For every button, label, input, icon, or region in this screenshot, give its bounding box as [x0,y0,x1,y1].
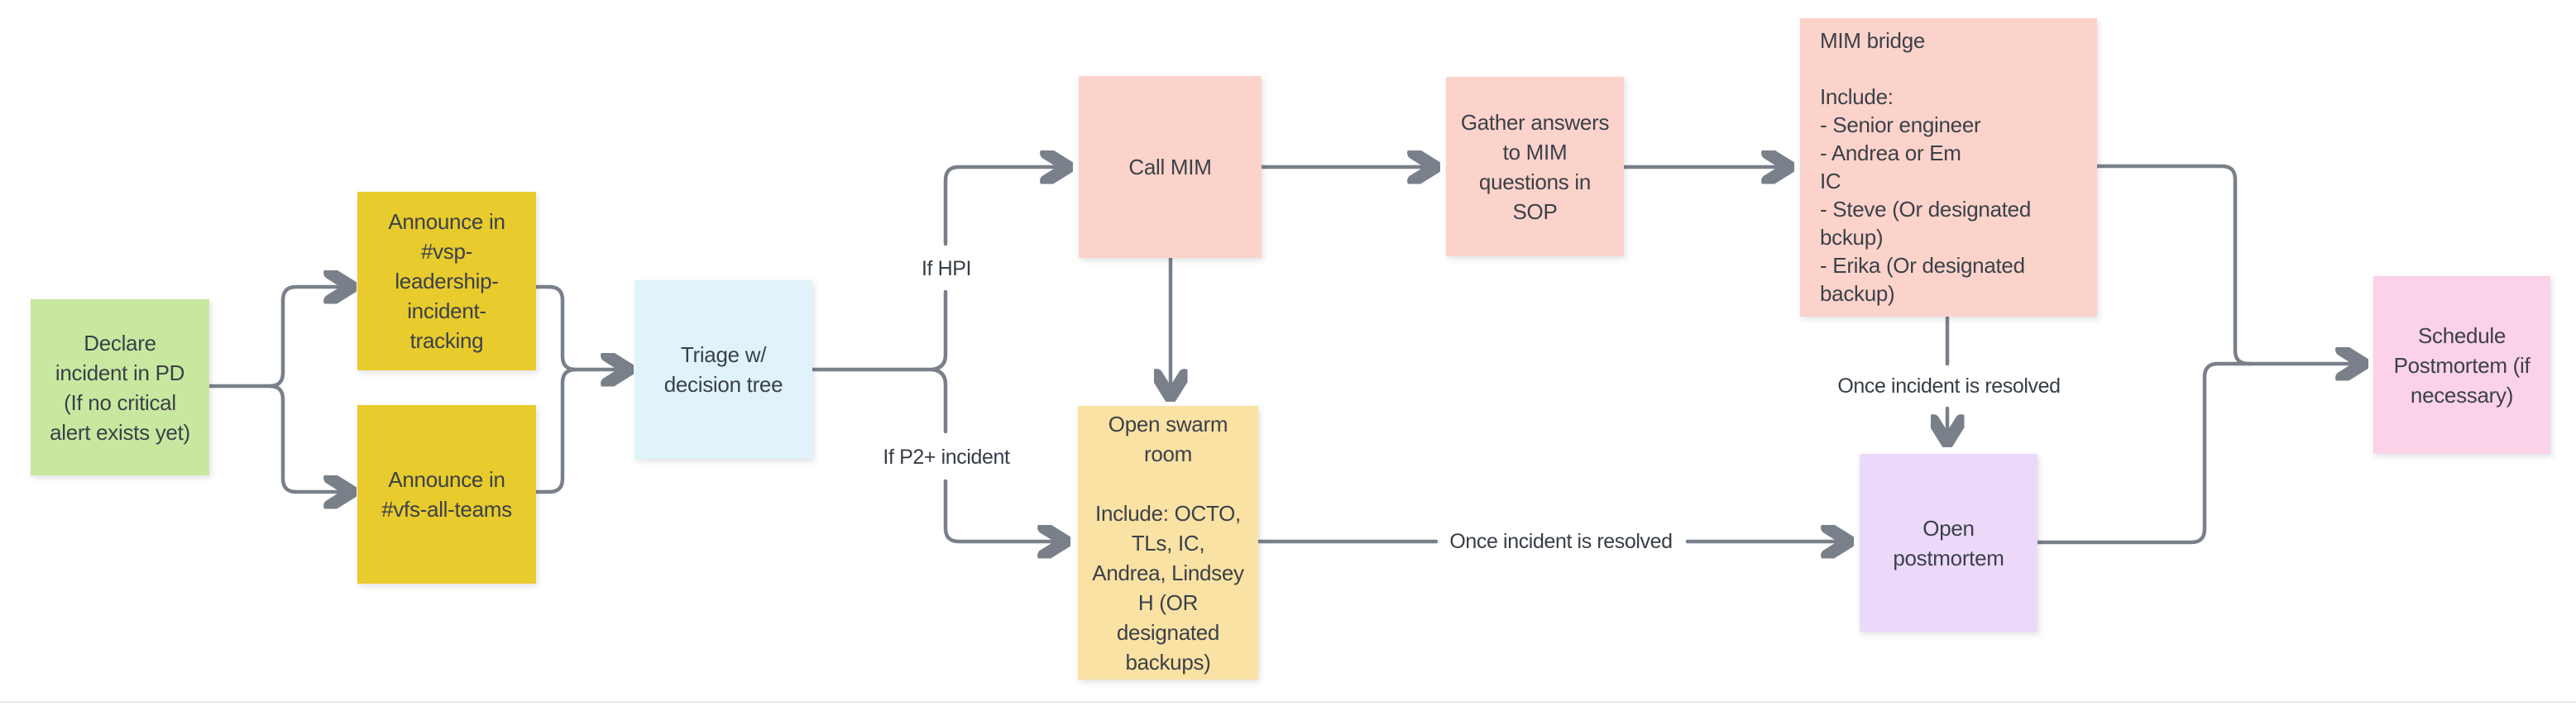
connector-declare-vsp[interactable] [207,287,351,389]
edge-label-if-hpi[interactable]: If HPI [916,255,977,283]
node-open-swarm-room[interactable]: Open swarm room Include: OCTO, TLs, IC, … [1078,406,1258,680]
node-call-mim[interactable]: Call MIM [1079,76,1262,258]
node-gather-answers-mim-questions[interactable]: Gather answers to MIM questions in SOP [1446,77,1624,256]
connector-declare-vfs[interactable] [267,384,351,492]
node-announce-vfs-all-teams[interactable]: Announce in #vfs-all-teams [357,405,536,584]
connector-triage-swarm-a[interactable] [930,367,948,434]
canvas-bottom-edge [0,701,2576,703]
node-announce-vsp-leadership-incident-tracking[interactable]: Announce in #vsp- leadership- incident- … [357,192,536,370]
connector-vfs-triage[interactable] [534,367,578,494]
node-declare-incident[interactable]: Declare incident in PD (If no critical a… [31,299,209,475]
connector-triage-callmim-b[interactable] [943,167,1067,246]
connector-triage-swarm-b[interactable] [943,479,1065,541]
connector-vsp-triage[interactable] [534,284,628,370]
node-triage-decision-tree[interactable]: Triage w/ decision tree [634,280,812,459]
edge-label-once-incident-resolved-mim[interactable]: Once incident is resolved [1832,372,2066,400]
node-open-postmortem[interactable]: Open postmortem [1860,454,2037,632]
edge-label-once-incident-resolved-swarm[interactable]: Once incident is resolved [1444,527,1678,556]
connector-mimbridge-schedule[interactable] [2095,164,2363,364]
node-mim-bridge[interactable]: MIM bridge Include: - Senior engineer - … [1800,18,2097,317]
node-schedule-postmortem[interactable]: Schedule Postmortem (if necessary) [2373,276,2550,454]
edge-label-if-p2-incident[interactable]: If P2+ incident [878,443,1015,471]
connector-postmortem-schedule[interactable] [2035,361,2254,545]
connector-triage-callmim-a[interactable] [810,289,948,372]
